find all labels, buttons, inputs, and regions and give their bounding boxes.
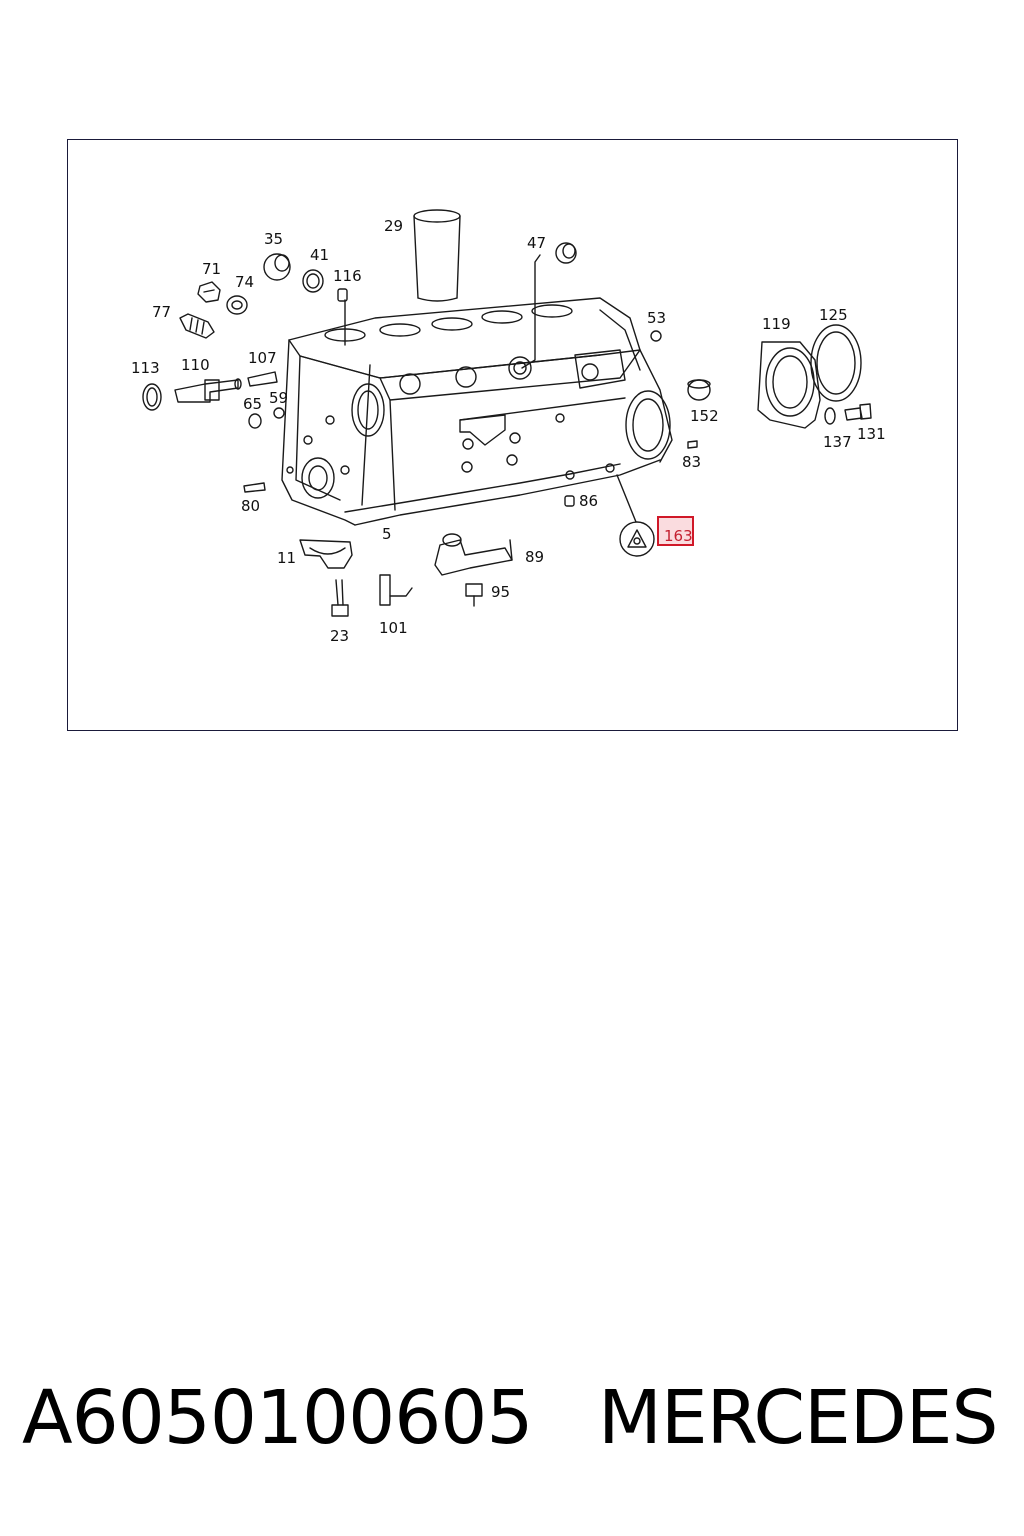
seal-ring-41 — [302, 269, 324, 293]
rear-cover-119 — [757, 341, 821, 429]
callout-95: 95 — [491, 583, 511, 601]
cylinder-liner — [413, 209, 461, 302]
callout-131: 131 — [857, 425, 886, 443]
plug-152 — [687, 379, 711, 401]
callout-101: 101 — [379, 619, 408, 637]
part-number: A6050100605 — [22, 1375, 533, 1461]
callout-116: 116 — [333, 267, 362, 285]
part-101 — [379, 574, 413, 606]
highlight-box — [657, 516, 694, 546]
screw-plug-71 — [197, 281, 221, 303]
callout-77: 77 — [152, 303, 172, 321]
callout-119: 119 — [762, 315, 791, 333]
callout-59: 59 — [269, 389, 289, 407]
sensor-77 — [179, 313, 215, 339]
callout-53: 53 — [647, 309, 667, 327]
brand-name: MERCEDES — [598, 1375, 998, 1461]
callout-137: 137 — [823, 433, 852, 451]
callout-11: 11 — [277, 549, 297, 567]
engine-block — [281, 254, 673, 526]
callout-47: 47 — [527, 234, 547, 252]
plug-35 — [263, 253, 291, 281]
callout-107: 107 — [248, 349, 277, 367]
callout-65: 65 — [243, 395, 263, 413]
footer: A6050100605 MERCEDES — [0, 1375, 1024, 1465]
bearing-cap-11 — [299, 539, 353, 569]
callout-86: 86 — [579, 492, 599, 510]
callout-163: 163 — [664, 527, 693, 545]
cover-163 — [619, 521, 655, 557]
callout-23: 23 — [330, 627, 350, 645]
shaft-110 — [174, 378, 242, 403]
callout-74: 74 — [235, 273, 255, 291]
plug-47 — [555, 242, 577, 264]
callout-35: 35 — [264, 230, 284, 248]
oil-nozzle-89 — [434, 533, 513, 576]
engine-block-diagram — [142, 209, 872, 617]
callout-113: 113 — [131, 359, 160, 377]
bolt-23 — [331, 579, 349, 617]
callout-125: 125 — [819, 306, 848, 324]
callout-5: 5 — [382, 525, 392, 543]
callout-152: 152 — [690, 407, 719, 425]
callout-83: 83 — [682, 453, 702, 471]
callout-89: 89 — [525, 548, 545, 566]
callout-29: 29 — [384, 217, 404, 235]
diagram-frame — [67, 139, 958, 731]
callout-41: 41 — [310, 246, 330, 264]
callout-71: 71 — [202, 260, 222, 278]
callout-80: 80 — [241, 497, 261, 515]
callout-110: 110 — [181, 356, 210, 374]
